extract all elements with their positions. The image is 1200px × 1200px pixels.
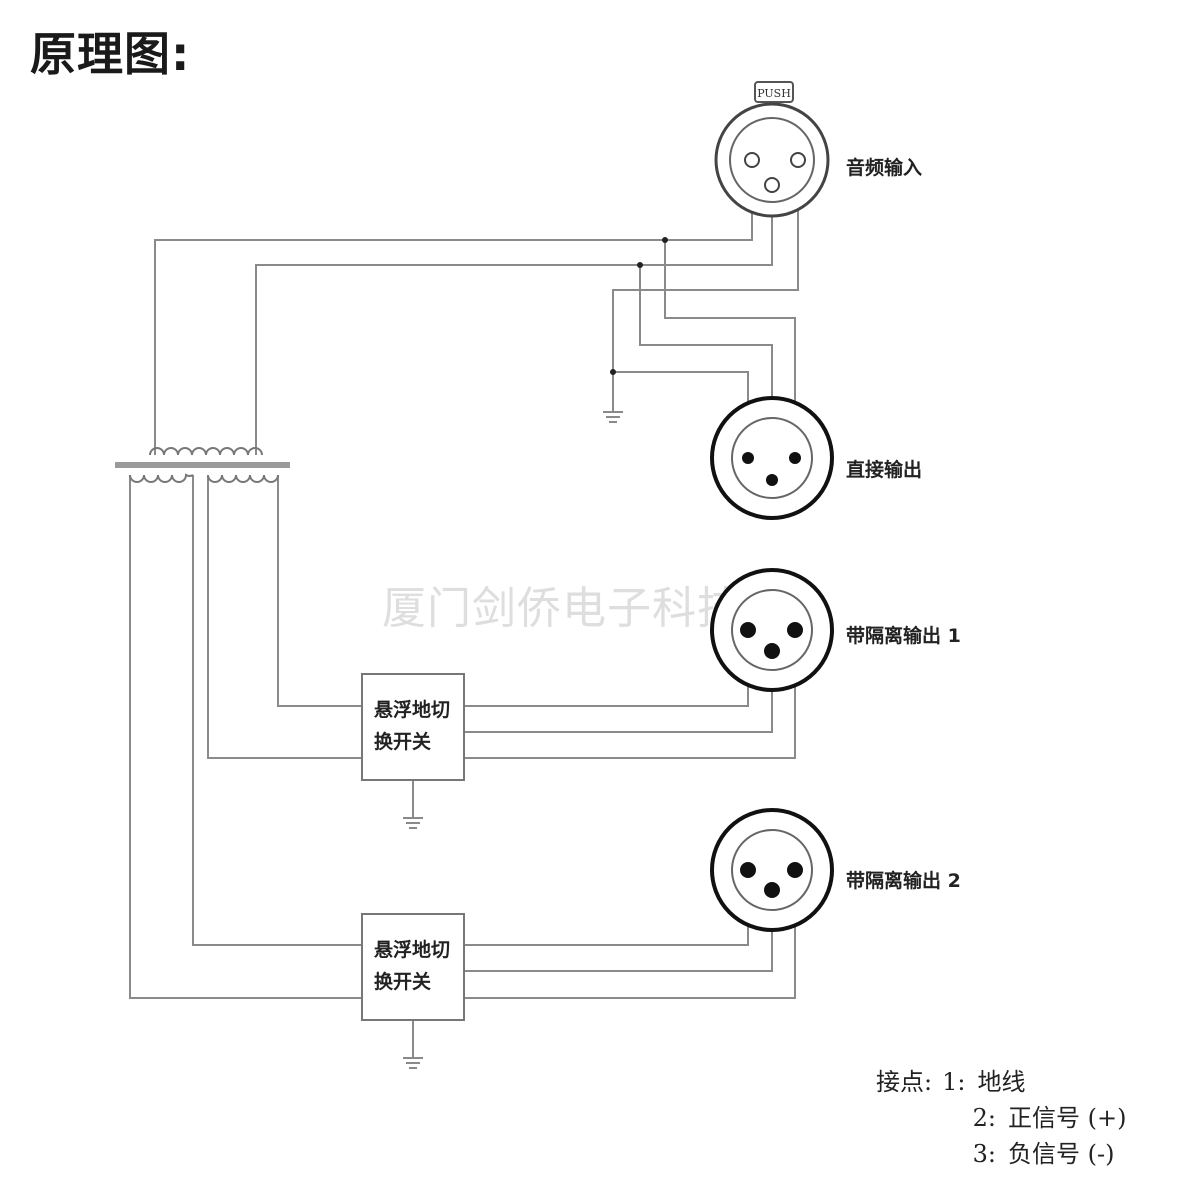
- ground-symbol-switch-1: [403, 817, 423, 829]
- direct-output-label: 直接输出: [846, 459, 923, 481]
- legend-num: 2:: [972, 1104, 996, 1132]
- isolated-output-1-connector: [710, 568, 834, 692]
- pin-3: [787, 862, 803, 878]
- pin-3: [789, 452, 801, 464]
- wire-sec-2: [192, 475, 362, 946]
- push-latch: [754, 81, 794, 103]
- legend-row: 接点: 1: 地线: [876, 1064, 1126, 1100]
- legend-text: 负信号 (-): [1008, 1140, 1115, 1168]
- wire-iso2-pin1: [464, 870, 749, 946]
- switch-2-label: 悬浮地切 换开关: [374, 934, 450, 998]
- legend-row: 3: 负信号 (-): [876, 1136, 1126, 1172]
- pin-2: [764, 177, 780, 193]
- legend-heading: 接点:: [876, 1068, 933, 1096]
- legend-num: 3:: [972, 1140, 996, 1168]
- legend-num: 1:: [942, 1068, 966, 1096]
- pin-2: [766, 474, 778, 486]
- secondary-coil-1: [129, 473, 194, 483]
- pin-3: [790, 152, 806, 168]
- junction-dot: [662, 237, 668, 243]
- wire-sec-1: [129, 475, 362, 999]
- legend-text: 正信号 (+): [1008, 1104, 1127, 1132]
- wire-iso1-pin1: [464, 630, 749, 707]
- switch-1-label-line2: 换开关: [374, 731, 432, 753]
- pin-1: [742, 452, 754, 464]
- switch-2-label-line2: 换开关: [374, 971, 432, 993]
- pin-2: [764, 882, 780, 898]
- wire-sec-4: [277, 475, 362, 707]
- pin-1: [744, 152, 760, 168]
- legend-row: 2: 正信号 (+): [876, 1100, 1127, 1136]
- transformer-core: [115, 462, 290, 468]
- ground-symbol-input: [603, 411, 623, 423]
- legend-text: 地线: [977, 1068, 1026, 1096]
- secondary-coil-2: [207, 474, 279, 483]
- junction-dot: [610, 369, 616, 375]
- input-connector-label: 音频输入: [846, 157, 923, 179]
- pin-1: [740, 622, 756, 638]
- pin-1: [740, 862, 756, 878]
- switch-2-label-line1: 悬浮地切: [374, 939, 451, 961]
- input-connector: PUSH: [714, 81, 830, 218]
- junction-dot: [637, 262, 643, 268]
- direct-output-connector: [710, 396, 834, 520]
- watermark-text: 厦门剑侨电子科技: [382, 583, 742, 634]
- switch-box-1: [361, 673, 465, 781]
- pin-legend: 接点: 1: 地线 2: 正信号 (+) 3: 负信号 (-): [876, 1064, 1126, 1172]
- wire-primary-b: [255, 185, 773, 455]
- switch-1-label: 悬浮地切 换开关: [374, 694, 450, 758]
- wire-sec-3: [207, 475, 362, 759]
- pin-2: [764, 643, 780, 659]
- wire-direct-pin3: [664, 240, 796, 455]
- primary-coil: [149, 447, 263, 456]
- wire-ground-input: [612, 160, 799, 412]
- transformer: [115, 447, 290, 483]
- isolated-output-2-label: 带隔离输出 2: [846, 870, 961, 892]
- switch-1-label-line1: 悬浮地切: [374, 699, 451, 721]
- switch-box-2: [361, 913, 465, 1021]
- pin-3: [787, 622, 803, 638]
- ground-symbol-switch-2: [403, 1057, 423, 1069]
- isolated-output-1-label: 带隔离输出 1: [846, 625, 961, 647]
- diagram-title: 原理图:: [30, 27, 191, 81]
- wire-primary-a: [154, 160, 753, 455]
- isolated-output-2-connector: [710, 808, 834, 932]
- push-text: PUSH: [757, 87, 791, 100]
